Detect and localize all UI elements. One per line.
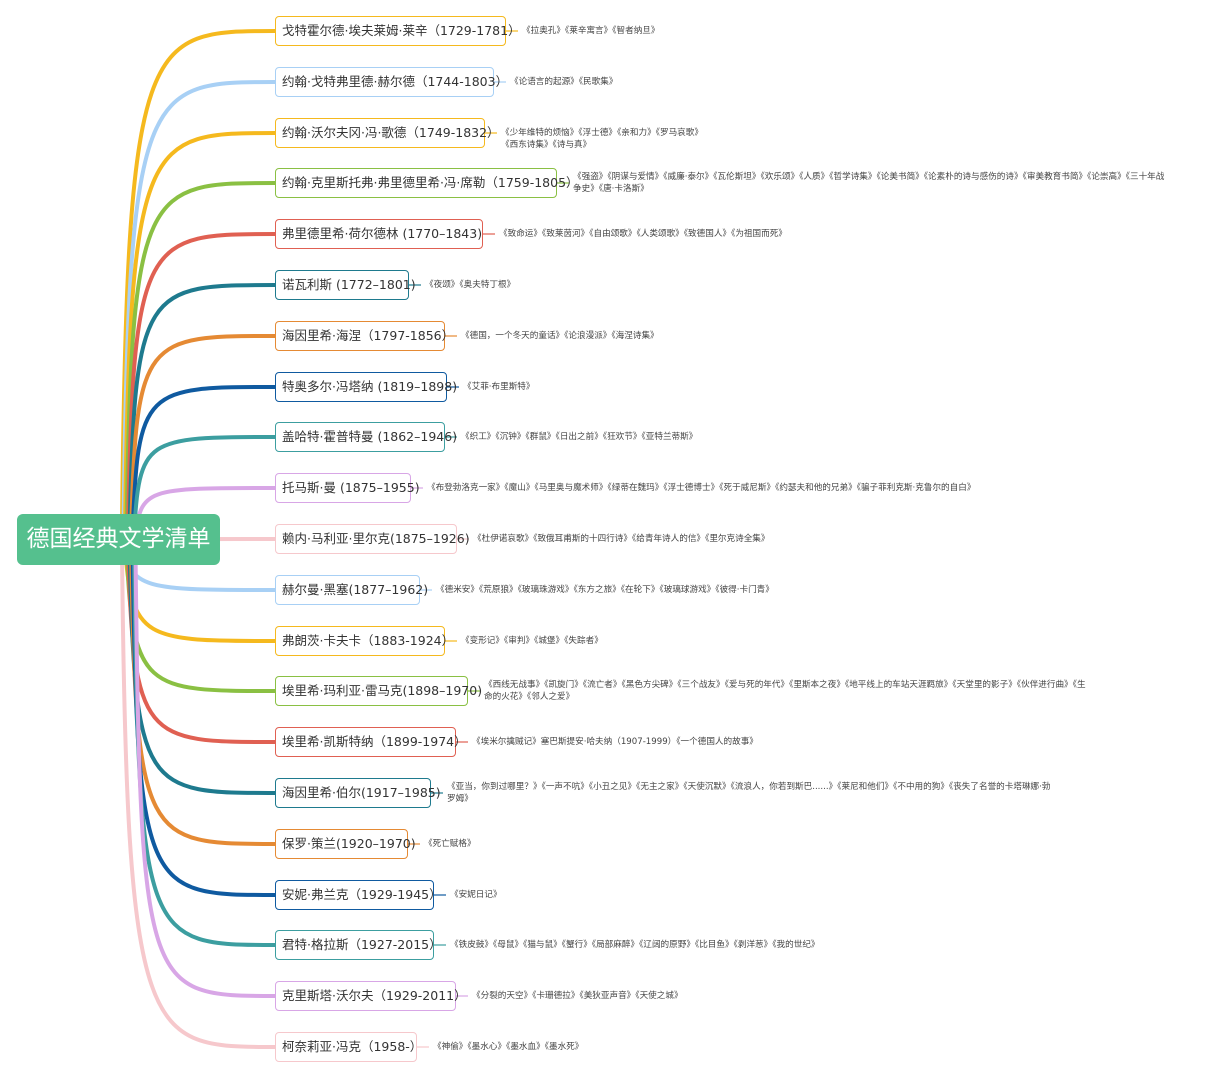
- works-list: 《杜伊诺哀歌》《致俄耳甫斯的十四行诗》《给青年诗人的信》《里尔克诗全集》: [473, 534, 770, 544]
- works-list: 《德国，一个冬天的童话》《论浪漫派》《海涅诗集》: [461, 331, 659, 341]
- branch-line: [129, 334, 277, 538]
- branch-line: [127, 283, 277, 536]
- author-node[interactable]: 戈特霍尔德·埃夫莱姆·莱辛（1729-1781）: [275, 16, 521, 46]
- branch-line: [120, 550, 277, 1049]
- works-list: 《夜颂》《奥夫特丁根》: [425, 280, 516, 290]
- author-node[interactable]: 诺瓦利斯 (1772–1801): [275, 270, 416, 300]
- branch-line: [132, 435, 277, 540]
- author-node[interactable]: 弗朗茨·卡夫卡（1883-1924）: [275, 626, 454, 656]
- branch-line: [126, 542, 277, 744]
- author-node[interactable]: 柯奈莉亚·冯克（1958-）: [275, 1032, 422, 1062]
- author-node[interactable]: 海因里希·海涅（1797-1856）: [275, 321, 454, 351]
- works-list: 《织工》《沉钟》《群鼠》《日出之前》《狂欢节》《亚特兰蒂斯》: [461, 432, 698, 442]
- branch-line: [124, 181, 277, 534]
- author-node[interactable]: 弗里德里希·荷尔德林 (1770–1843): [275, 219, 483, 249]
- author-node[interactable]: 君特·格拉斯（1927-2015）: [275, 930, 442, 960]
- works-list: 《强盗》《阴谋与爱情》《威廉·泰尔》《瓦伦斯坦》《欢乐颂》《人质》《哲学诗集》《…: [573, 172, 1165, 194]
- author-node[interactable]: 托马斯·曼 (1875–1955): [275, 473, 420, 503]
- works-list: 《变形记》《审判》《城堡》《失踪者》: [461, 636, 603, 646]
- author-node[interactable]: 盖哈特·霍普特曼 (1862–1946): [275, 422, 457, 452]
- works-list: 《亚当，你到过哪里？》《一声不吭》《小丑之见》《无主之家》《天使沉默》《流浪人，…: [447, 782, 1051, 804]
- branch-line: [124, 541, 277, 693]
- branch-line: [126, 232, 277, 535]
- root-topic[interactable]: 德国经典文学清单: [17, 514, 220, 565]
- works-list: 《艾菲·布里斯特》: [463, 382, 535, 392]
- branch-line: [132, 547, 277, 947]
- works-list: 《安妮日记》: [450, 890, 502, 900]
- author-node[interactable]: 安妮·弗兰克（1929-1945）: [275, 880, 442, 910]
- works-list: 《德米安》《荒原狼》《玻璃珠游戏》《东方之旅》《在轮下》《玻璃球游戏》《彼得·卡…: [436, 585, 774, 595]
- works-list: 《致命运》《致莱茵河》《自由颂歌》《人类颂歌》《致德国人》《为祖国而死》: [499, 229, 787, 239]
- author-node[interactable]: 克里斯塔·沃尔夫（1929-2011）: [275, 981, 467, 1011]
- author-node[interactable]: 埃里希·玛利亚·雷马克(1898–1970): [275, 676, 482, 706]
- author-node[interactable]: 约翰·沃尔夫冈·冯·歌德（1749-1832）: [275, 118, 500, 148]
- author-node[interactable]: 特奥多尔·冯塔纳 (1819–1898): [275, 372, 457, 402]
- branch-line: [123, 131, 277, 533]
- author-node[interactable]: 赖内·马利亚·里尔克(1875–1926): [275, 524, 470, 554]
- branch-line: [120, 29, 277, 530]
- author-node[interactable]: 海因里希·伯尔(1917–1985): [275, 778, 441, 808]
- works-list: 《神偷》《墨水心》《墨水血》《墨水死》: [433, 1042, 584, 1052]
- works-list: 《死亡赋格》: [424, 839, 476, 849]
- works-list: 《少年维特的烦恼》《浮士德》《亲和力》《罗马哀歌》《西东诗集》《诗与真》: [501, 128, 699, 150]
- author-node[interactable]: 约翰·戈特弗里德·赫尔德（1744-1803）: [275, 67, 508, 97]
- works-list: 《布登勃洛克一家》《魔山》《马里奥与魔术师》《绿蒂在魏玛》《浮士德博士》《死于威…: [427, 483, 976, 493]
- author-node[interactable]: 约翰·克里斯托弗·弗里德里希·冯·席勒（1759-1805）: [275, 168, 579, 198]
- works-list: 《铁皮鼓》《母鼠》《猫与鼠》《蟹行》《局部麻醉》《辽阔的原野》《比目鱼》《剥洋葱…: [450, 940, 820, 950]
- works-list: 《拉奥孔》《莱辛寓言》《智者纳旦》: [522, 26, 660, 36]
- works-list: 《西线无战事》《凯旋门》《流亡者》《黑色方尖碑》《三个战友》《爱与死的年代》《里…: [484, 680, 1086, 702]
- works-list: 《论语言的起源》《民歌集》: [510, 77, 618, 87]
- branch-line: [133, 548, 277, 998]
- branch-line: [130, 385, 277, 539]
- author-node[interactable]: 赫尔曼·黑塞(1877–1962): [275, 575, 428, 605]
- branch-line: [121, 80, 277, 532]
- works-list: 《分裂的天空》《卡珊德拉》《美狄亚声音》《天使之城》: [472, 991, 683, 1001]
- author-node[interactable]: 保罗·策兰(1920–1970): [275, 829, 416, 859]
- author-node[interactable]: 埃里希·凯斯特纳（1899-1974）: [275, 727, 467, 757]
- works-list: 《埃米尔擒贼记》塞巴斯提安·哈夫纳（1907-1999）《一个德国人的故事》: [472, 737, 758, 747]
